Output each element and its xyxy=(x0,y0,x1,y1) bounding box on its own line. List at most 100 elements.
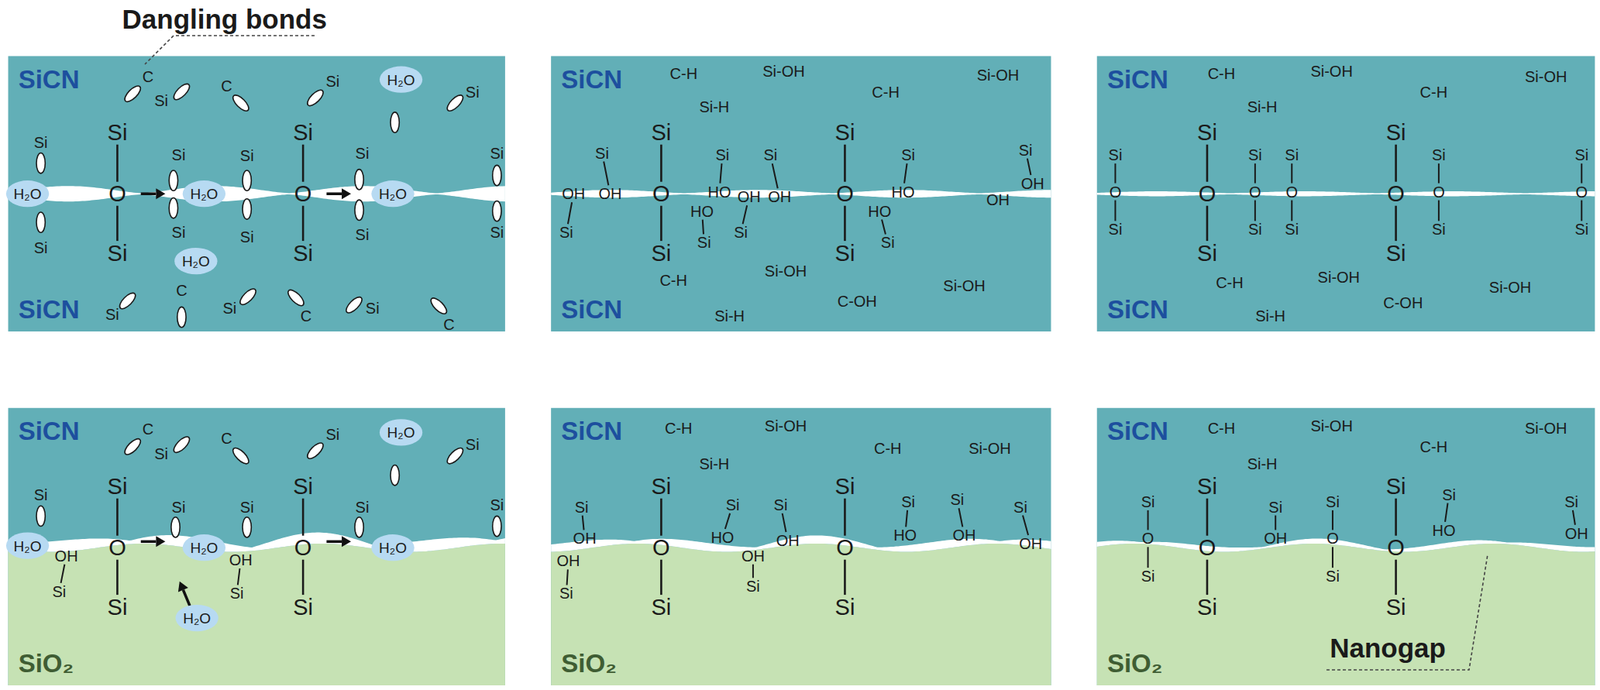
chemical-bond xyxy=(1147,510,1150,530)
chem-label: C xyxy=(300,308,312,324)
chem-label: Si-H xyxy=(698,99,730,115)
chem-label: Si xyxy=(1325,568,1340,585)
chem-label: OH xyxy=(573,530,597,547)
chem-label: Si xyxy=(835,241,856,265)
interface-gap xyxy=(1097,191,1596,197)
chem-label: Si xyxy=(1197,241,1218,265)
chem-label: Si xyxy=(595,145,610,162)
chem-label: Si xyxy=(901,147,916,163)
chem-label: O xyxy=(1432,184,1446,200)
chem-label: Si xyxy=(105,306,120,323)
chem-label: OH xyxy=(598,185,623,202)
chem-label: Si xyxy=(489,497,504,513)
chem-label: Si xyxy=(559,585,574,602)
chem-label: Si xyxy=(222,300,237,317)
chem-label: HO xyxy=(891,184,916,200)
chem-label: OH xyxy=(737,189,761,205)
arrow-head xyxy=(178,581,189,593)
chem-label: C-H xyxy=(670,65,699,82)
sicn-layer xyxy=(1097,408,1596,686)
chem-label: Si-OH xyxy=(1310,418,1353,434)
chem-label: Si xyxy=(1386,241,1407,265)
chemical-bond xyxy=(1254,200,1256,222)
chem-label: Si xyxy=(1018,142,1033,159)
material-layer: SiCN xyxy=(8,55,506,194)
chem-label: Si-OH xyxy=(762,63,805,80)
chemical-bond xyxy=(302,144,305,183)
chem-label: O xyxy=(836,182,854,206)
material-layer: SiCN xyxy=(8,193,506,332)
chemical-bond xyxy=(116,144,119,183)
chem-label: Si xyxy=(172,224,186,241)
chemical-bond xyxy=(116,498,119,537)
dangling-bond xyxy=(285,287,307,309)
dangling-bond xyxy=(36,212,45,233)
chem-label: Si-OH xyxy=(968,440,1011,457)
chemical-bond xyxy=(660,206,663,241)
chem-label: Si xyxy=(650,475,671,499)
chem-label: Si xyxy=(835,475,856,499)
interface-gap xyxy=(550,535,1051,552)
water-molecule xyxy=(371,180,414,207)
chem-label: OH xyxy=(741,548,765,565)
chem-label: Si-H xyxy=(698,456,730,472)
chem-label: Si-OH xyxy=(1489,279,1532,296)
chem-label: C xyxy=(175,282,187,299)
chem-label: Si xyxy=(465,436,480,453)
chem-label: O xyxy=(108,182,127,206)
chem-label: C-OH xyxy=(1383,295,1423,311)
callout-label: Dangling bonds xyxy=(122,4,327,32)
chemical-bond xyxy=(302,560,305,596)
chem-label: C xyxy=(220,430,232,447)
dangling-bond xyxy=(171,517,180,538)
chemical-bond xyxy=(660,498,663,537)
chem-label: Si-OH xyxy=(977,67,1019,83)
chemical-bond xyxy=(660,144,663,183)
dangling-bond xyxy=(492,165,502,186)
chemical-bond xyxy=(725,513,730,530)
chem-label: Si xyxy=(240,499,255,516)
chem-label: C-OH xyxy=(837,293,878,310)
chem-label: O xyxy=(108,536,127,560)
water-label: H₂O xyxy=(189,540,218,556)
chemical-bond xyxy=(772,163,778,189)
chemical-bond xyxy=(660,560,663,596)
dangling-bond xyxy=(122,83,144,105)
chem-label: Si xyxy=(107,241,128,265)
chem-label: Si xyxy=(559,224,574,241)
chemical-bond xyxy=(843,144,847,183)
layer-name: SiCN xyxy=(1107,66,1169,93)
water-molecule xyxy=(175,605,219,632)
chemical-bond xyxy=(1206,498,1209,537)
chem-label: Si xyxy=(365,300,380,317)
water-label: H₂O xyxy=(182,611,211,627)
chemical-bond xyxy=(1580,200,1583,222)
chemical-bond xyxy=(1290,200,1293,222)
chem-label: Si xyxy=(880,234,895,251)
chem-label: Si xyxy=(1268,499,1283,516)
dangling-bond xyxy=(390,465,400,486)
migration-arrow xyxy=(141,540,157,544)
chem-label: Si xyxy=(107,475,128,499)
chem-label: O xyxy=(1142,530,1155,547)
chem-label: Si xyxy=(292,121,314,145)
arrow-head xyxy=(155,536,166,548)
chemical-bond xyxy=(302,498,305,537)
chem-label: Si xyxy=(1325,494,1340,510)
chem-label: O xyxy=(1575,184,1589,200)
chem-label: Si xyxy=(697,234,712,251)
chemical-bond xyxy=(1445,503,1448,523)
chem-label: Si xyxy=(51,584,66,600)
chem-label: C-H xyxy=(664,420,693,437)
interface-gap xyxy=(8,533,506,553)
water-label: H₂O xyxy=(13,538,42,554)
chem-label: Si-OH xyxy=(1317,269,1360,286)
sicn-layer xyxy=(8,55,506,332)
chem-label: OH xyxy=(1018,536,1043,552)
chemical-bond xyxy=(116,206,119,241)
water-label: H₂O xyxy=(387,72,416,87)
chem-label: O xyxy=(1249,184,1262,200)
chem-label: Si xyxy=(230,585,245,602)
chem-label: Si xyxy=(949,492,964,508)
dangling-bond xyxy=(428,295,450,317)
